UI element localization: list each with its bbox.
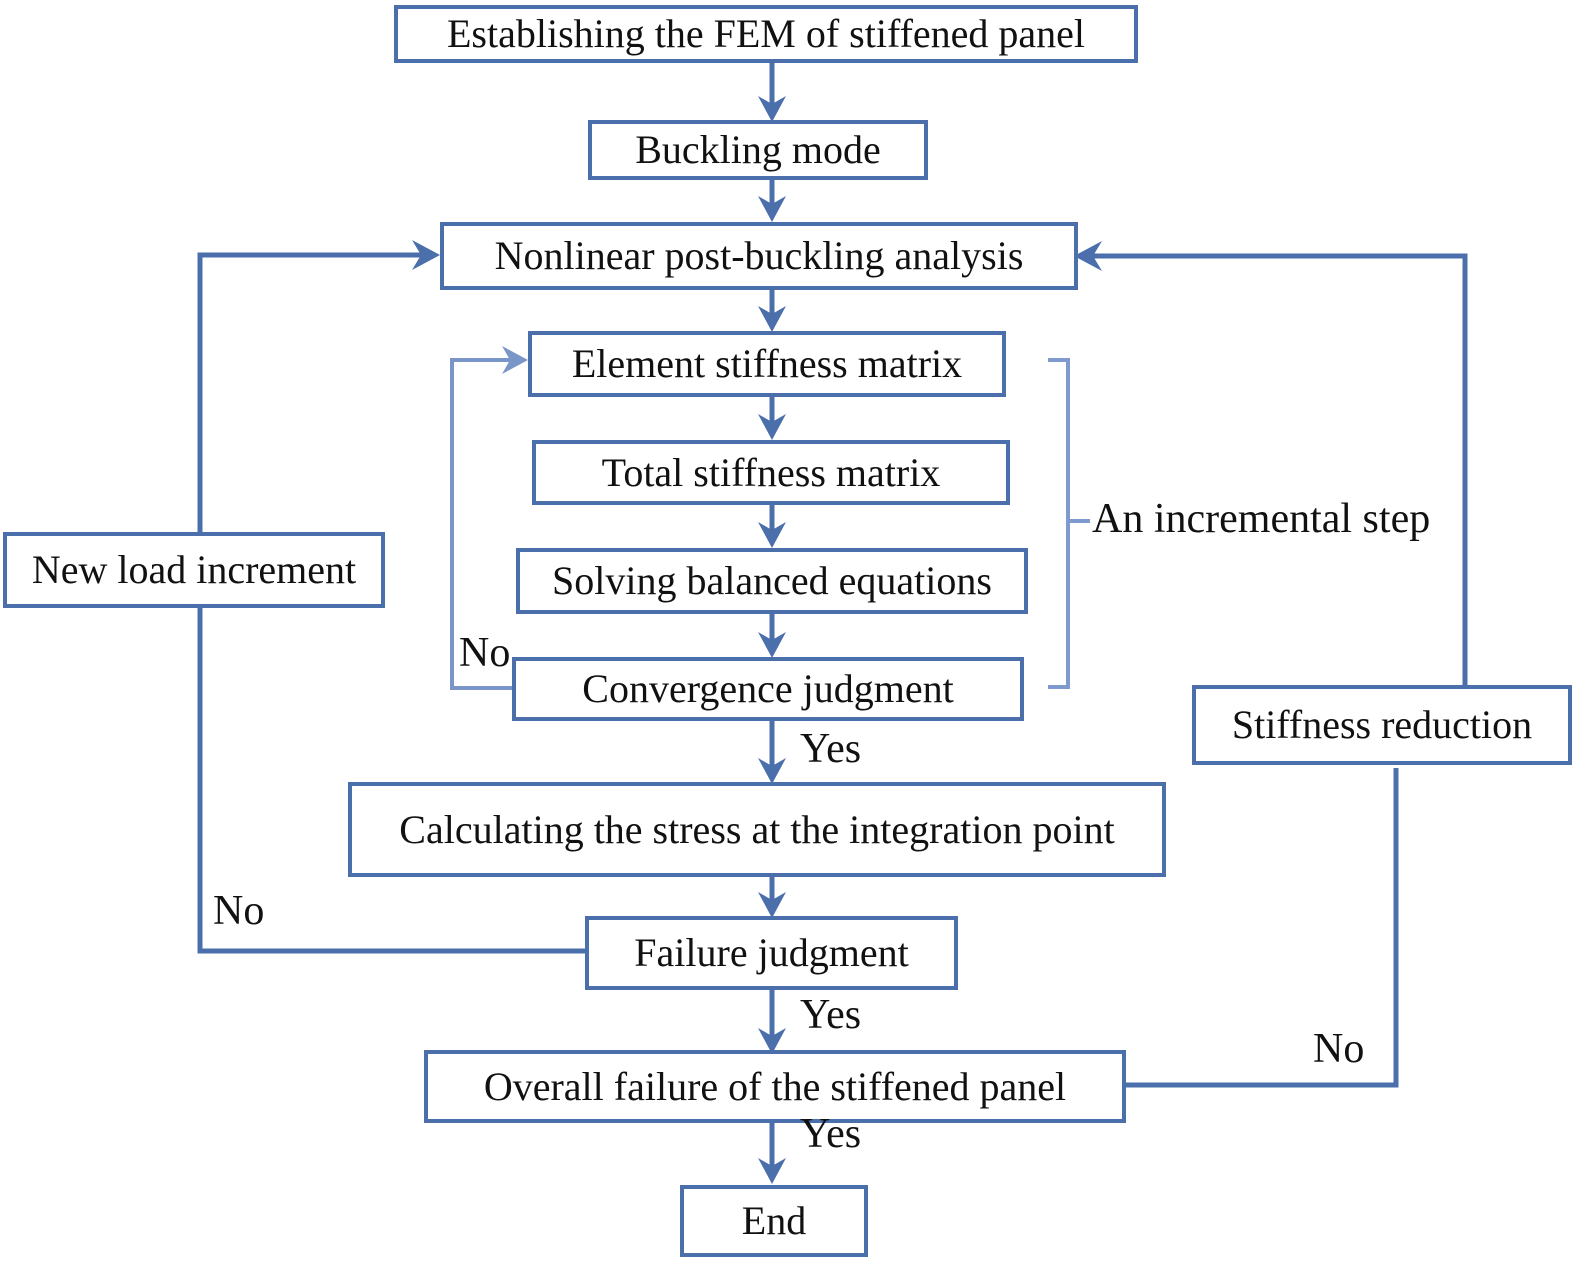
- arrowhead-elemk-totalk: [758, 414, 786, 440]
- node-failure-judgment[interactable]: Failure judgment: [585, 916, 958, 990]
- node-label: Nonlinear post-buckling analysis: [494, 233, 1024, 278]
- arrowhead-converge-yes: [758, 758, 786, 784]
- label-failure-no: No: [213, 888, 265, 934]
- node-total-stiffness-matrix[interactable]: Total stiffness matrix: [532, 440, 1010, 505]
- node-label: End: [741, 1198, 807, 1243]
- node-label: Overall failure of the stiffened panel: [483, 1063, 1067, 1109]
- node-stiffness-reduction[interactable]: Stiffness reduction: [1192, 685, 1572, 765]
- node-buckling-mode[interactable]: Buckling mode: [588, 120, 928, 180]
- label-overall-yes: Yes: [800, 1111, 862, 1157]
- label-failure-yes: Yes: [800, 992, 862, 1038]
- node-label: Buckling mode: [635, 127, 881, 172]
- node-calculating-stress[interactable]: Calculating the stress at the integratio…: [348, 782, 1166, 877]
- arrowhead-totalk-solving: [758, 522, 786, 548]
- node-label: Failure judgment: [634, 930, 909, 975]
- node-label: New load increment: [31, 547, 357, 592]
- arrowhead-fem-buckling: [758, 96, 786, 122]
- node-label: Stiffness reduction: [1231, 702, 1533, 747]
- incremental-step-bracket: [1048, 358, 1070, 689]
- node-solving-balanced-equations[interactable]: Solving balanced equations: [516, 548, 1028, 614]
- label-overall-no: No: [1313, 1026, 1365, 1072]
- node-overall-failure[interactable]: Overall failure of the stiffened panel: [424, 1050, 1126, 1123]
- edge-overall-no-to-stiffred: [1125, 768, 1399, 1088]
- arrowhead-buckling-nonlinear: [758, 196, 786, 222]
- arrowhead-calc-failure: [758, 892, 786, 918]
- arrowhead-overall-end: [758, 1158, 786, 1184]
- node-new-load-increment[interactable]: New load increment: [3, 532, 385, 608]
- arrowhead-converge-no: [502, 346, 528, 374]
- node-end[interactable]: End: [680, 1185, 868, 1257]
- arrowhead-stiffred-nonlinear: [1074, 241, 1102, 271]
- node-label: Calculating the stress at the integratio…: [399, 806, 1115, 852]
- arrowhead-failure-yes: [758, 1028, 786, 1054]
- node-nonlinear-post-buckling-analysis[interactable]: Nonlinear post-buckling analysis: [440, 222, 1078, 290]
- node-label: Element stiffness matrix: [571, 341, 963, 386]
- node-label: Solving balanced equations: [552, 558, 992, 603]
- node-label: Convergence judgment: [582, 666, 954, 711]
- node-label: Total stiffness matrix: [601, 449, 941, 495]
- arrowhead-solving-converge: [758, 632, 786, 658]
- node-element-stiffness-matrix[interactable]: Element stiffness matrix: [528, 331, 1006, 397]
- arrowhead-failure-no: [412, 240, 440, 270]
- label-converge-yes: Yes: [800, 726, 862, 772]
- node-establishing-fem[interactable]: Establishing the FEM of stiffened panel: [394, 5, 1138, 63]
- edge-converge-no-loop: [450, 358, 514, 690]
- node-label: Establishing the FEM of stiffened panel: [446, 11, 1086, 56]
- label-incremental-step: An incremental step: [1092, 496, 1431, 542]
- node-convergence-judgment[interactable]: Convergence judgment: [512, 657, 1024, 721]
- label-converge-no: No: [459, 630, 511, 676]
- edge-stiffred-to-nonlinear: [1090, 253, 1468, 687]
- arrowhead-nonlinear-elemk: [758, 306, 786, 332]
